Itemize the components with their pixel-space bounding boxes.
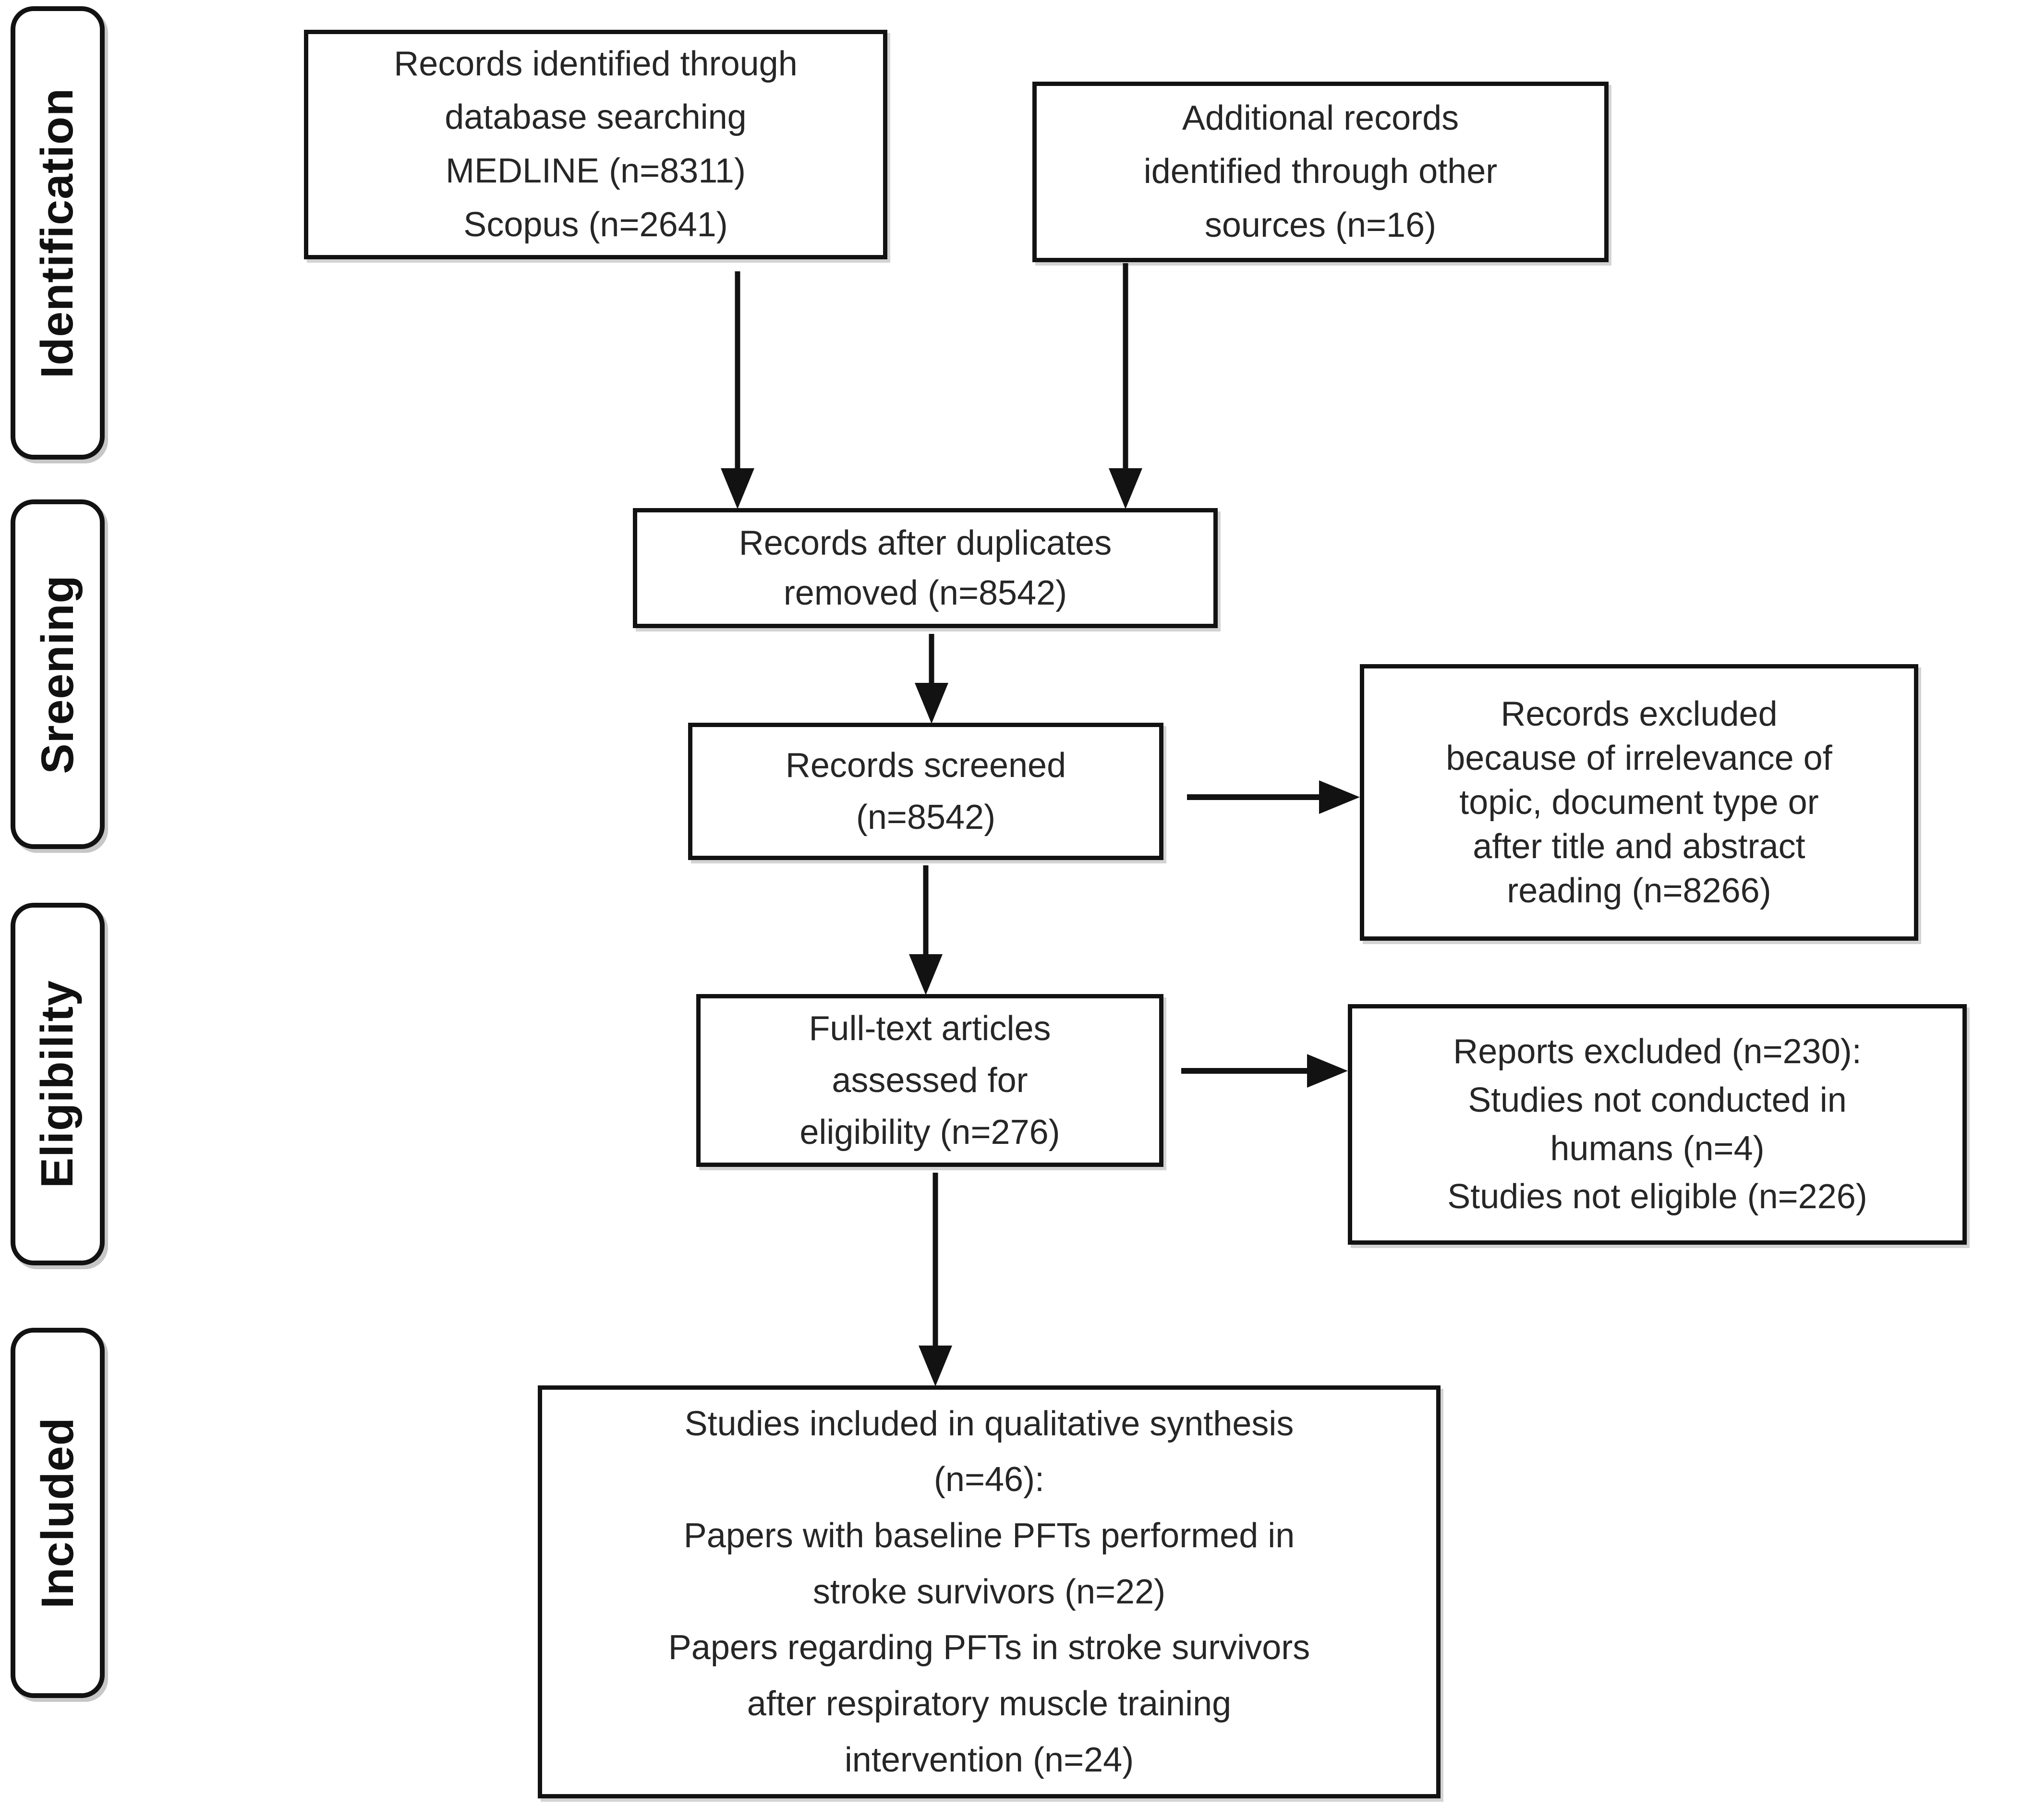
stage-label-included: Included (32, 1417, 83, 1609)
flow-box-reports-excluded: Reports excluded (n=230): Studies not co… (1348, 1004, 1967, 1245)
flow-box-reports-excluded-text: Reports excluded (n=230): Studies not co… (1447, 1032, 1867, 1216)
flow-box-records-screened-text: Records screened (n=8542) (785, 746, 1066, 837)
arrow-head-down (1109, 468, 1142, 509)
arrow-head-down (721, 468, 754, 509)
flow-box-records-excluded-text: Records excluded because of irrelevance … (1446, 694, 1832, 910)
stage-box-included: Included (11, 1328, 105, 1698)
arrow-fulltext-to-reports-excluded (1181, 1054, 1348, 1088)
arrow-head-right (1307, 1054, 1348, 1088)
arrow-shaft (735, 271, 740, 472)
arrow-head-right (1319, 780, 1360, 814)
arrow-head-down (915, 683, 948, 724)
flow-box-fulltext-assessed: Full-text articles assessed for eligibil… (696, 994, 1163, 1167)
arrow-head-down (919, 1346, 952, 1386)
arrow-screened-to-records-excluded (1187, 780, 1360, 814)
flow-box-studies-included-text: Studies included in qualitative synthesi… (668, 1404, 1310, 1779)
arrow-shaft (1123, 263, 1128, 472)
arrow-shaft (929, 634, 934, 686)
arrow-shaft (1181, 1068, 1310, 1074)
flow-box-studies-included: Studies included in qualitative synthesi… (538, 1385, 1441, 1798)
arrow-shaft (932, 1173, 938, 1349)
flow-box-additional-records-text: Additional records identified through ot… (1143, 98, 1498, 244)
arrow-screened-to-fulltext (909, 865, 943, 995)
stage-label-sreening: Sreening (32, 574, 83, 774)
stage-box-eligibility: Eligibility (11, 903, 105, 1265)
arrow-shaft (923, 865, 929, 958)
arrow-identified-to-deduplicated (721, 271, 754, 509)
arrow-shaft (1187, 794, 1322, 800)
flow-box-records-identified-text: Records identified through database sear… (394, 44, 798, 244)
stage-box-identification: Identification (11, 6, 105, 460)
arrow-fulltext-to-included (919, 1173, 952, 1386)
arrow-additional-to-deduplicated (1109, 263, 1142, 509)
flow-box-records-identified: Records identified through database sear… (304, 30, 887, 259)
flow-box-additional-records: Additional records identified through ot… (1032, 82, 1609, 262)
stage-box-sreening: Sreening (11, 499, 105, 849)
flow-box-records-excluded: Records excluded because of irrelevance … (1360, 664, 1918, 941)
flow-box-duplicates-removed: Records after duplicates removed (n=8542… (633, 508, 1218, 628)
flow-box-fulltext-assessed-text: Full-text articles assessed for eligibil… (799, 1009, 1060, 1152)
flow-box-records-screened: Records screened (n=8542) (688, 723, 1163, 860)
stage-label-eligibility: Eligibility (32, 980, 83, 1189)
arrow-deduplicated-to-screened (915, 634, 948, 724)
arrow-head-down (909, 954, 943, 995)
flow-box-duplicates-removed-text: Records after duplicates removed (n=8542… (739, 523, 1112, 612)
stage-label-identification: Identification (32, 87, 83, 378)
